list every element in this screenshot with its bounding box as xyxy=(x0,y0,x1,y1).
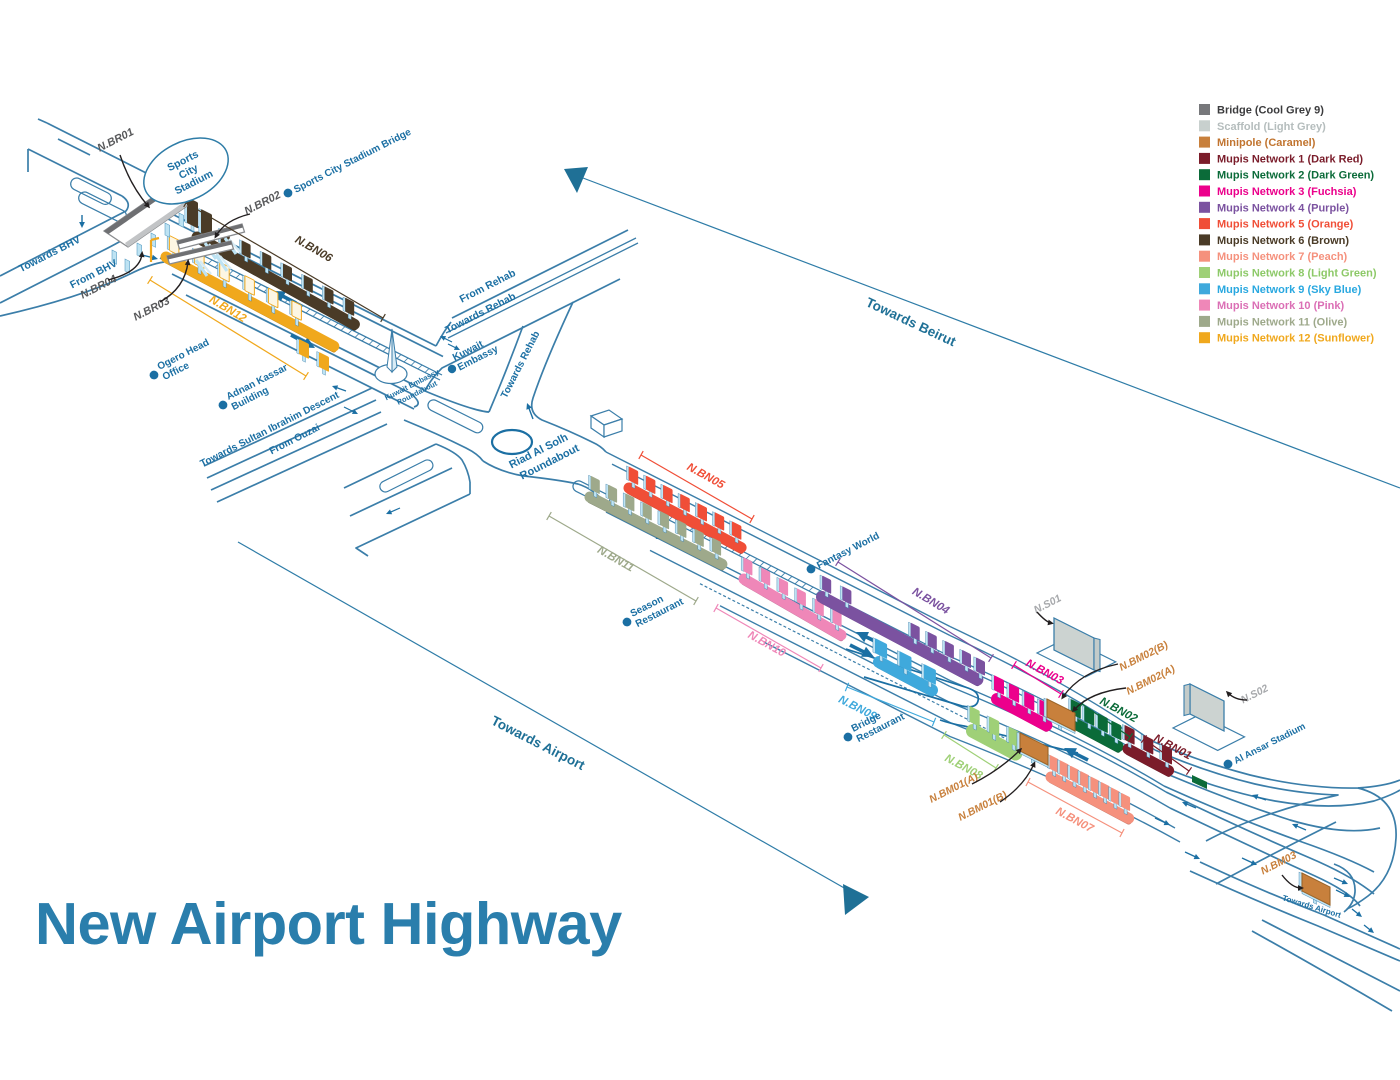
svg-text:Mupis Network 12 (Sunflower): Mupis Network 12 (Sunflower) xyxy=(1217,333,1374,345)
svg-text:Mupis Network 3 (Fuchsia): Mupis Network 3 (Fuchsia) xyxy=(1217,186,1357,198)
svg-text:Mupis Network 6 (Brown): Mupis Network 6 (Brown) xyxy=(1217,235,1349,247)
svg-text:Mupis Network 8 (Light Green): Mupis Network 8 (Light Green) xyxy=(1217,268,1377,280)
svg-text:Mupis Network 10 (Pink): Mupis Network 10 (Pink) xyxy=(1217,300,1344,312)
svg-text:Mupis Network 11 (Olive): Mupis Network 11 (Olive) xyxy=(1217,316,1348,328)
svg-text:Bridge (Cool Grey 9): Bridge (Cool Grey 9) xyxy=(1217,105,1324,117)
svg-text:Mupis Network 7 (Peach): Mupis Network 7 (Peach) xyxy=(1217,251,1348,263)
svg-text:Mupis Network 4 (Purple): Mupis Network 4 (Purple) xyxy=(1217,202,1349,214)
svg-text:Mupis Network 5 (Orange): Mupis Network 5 (Orange) xyxy=(1217,219,1354,231)
svg-text:Mupis Network 9 (Sky Blue): Mupis Network 9 (Sky Blue) xyxy=(1217,284,1362,296)
svg-text:Minipole (Caramel): Minipole (Caramel) xyxy=(1217,137,1316,149)
svg-text:New Airport Highway: New Airport Highway xyxy=(35,890,622,957)
svg-text:Scaffold (Light Grey): Scaffold (Light Grey) xyxy=(1217,121,1326,133)
svg-text:Mupis Network 2 (Dark Green): Mupis Network 2 (Dark Green) xyxy=(1217,170,1374,182)
svg-text:Mupis Network 1 (Dark Red): Mupis Network 1 (Dark Red) xyxy=(1217,153,1363,165)
